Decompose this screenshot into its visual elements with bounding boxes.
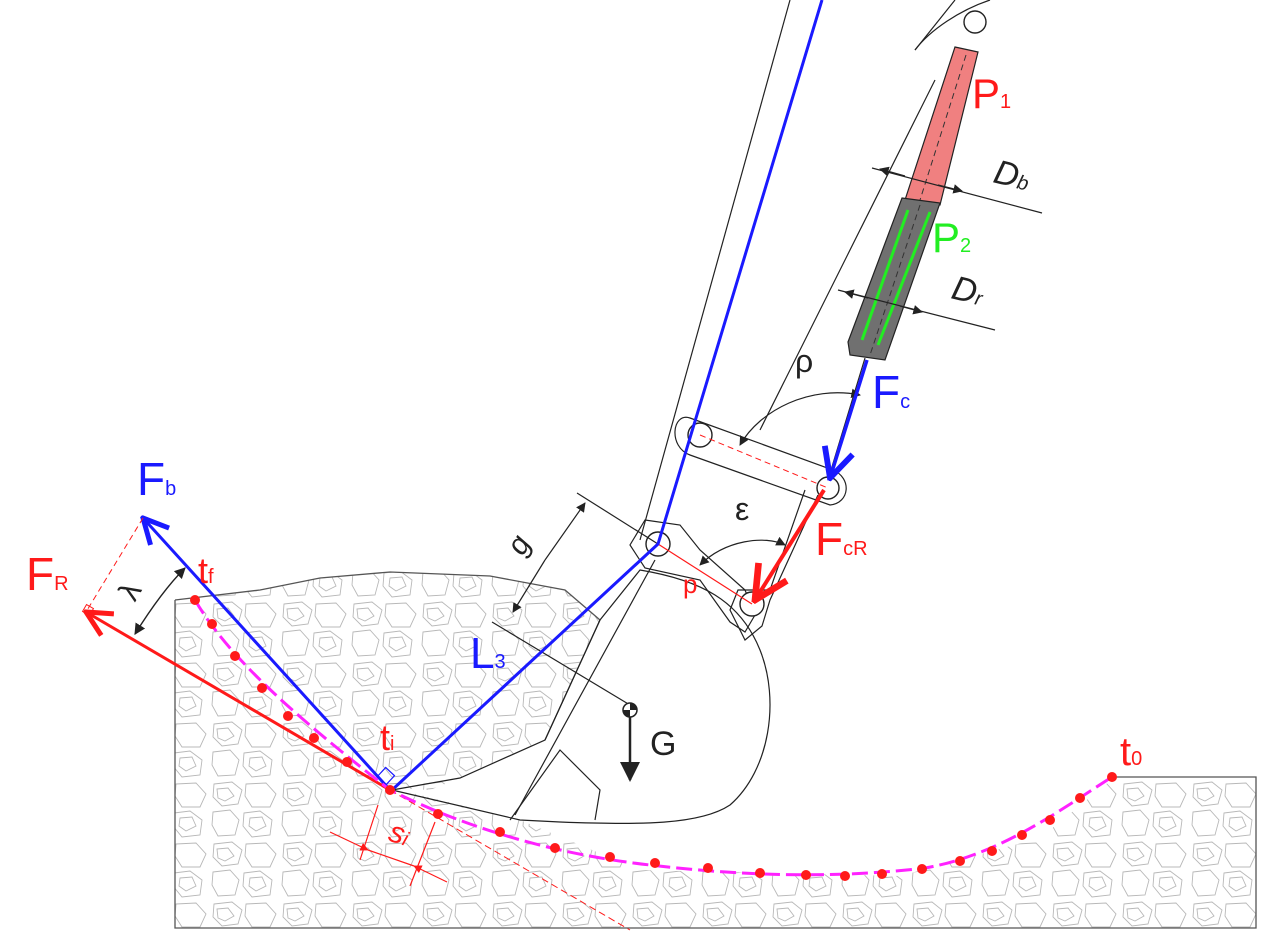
label-t0: t0 — [1120, 730, 1142, 774]
label-tf: tf — [198, 550, 214, 591]
si-dimension — [329, 804, 448, 887]
label-ti: ti — [380, 717, 394, 758]
trajectory-point — [987, 846, 997, 856]
trajectory-point — [801, 870, 811, 880]
label-fc: Fc — [872, 366, 910, 418]
fb-arrow — [143, 518, 392, 792]
label-dr: Dr — [948, 269, 989, 314]
g-dimension — [491, 492, 659, 706]
bucket — [391, 569, 771, 825]
digging-trajectory — [190, 595, 1117, 881]
angle-arcs — [134, 388, 861, 635]
label-p: p — [683, 569, 697, 599]
trajectory-point — [650, 858, 660, 868]
trajectory-point — [190, 595, 200, 605]
fr-arrow — [86, 612, 391, 792]
rod-chamber-p2 — [847, 197, 941, 361]
label-p2: P2 — [932, 214, 971, 261]
force-vectors — [83, 0, 869, 931]
label-rho: ρ — [795, 343, 813, 379]
diameter-dimensions — [837, 166, 1043, 331]
trajectory-point — [309, 733, 319, 743]
fc-arrow — [830, 359, 869, 478]
piston-chamber-p1 — [904, 46, 979, 206]
label-g: g — [500, 529, 537, 560]
trajectory-point — [433, 809, 443, 819]
trajectory-point — [877, 869, 887, 879]
trajectory-point — [385, 785, 395, 795]
label-db: Db — [990, 153, 1034, 199]
label-fr: FR — [26, 548, 69, 600]
label-lambda: λ — [112, 577, 148, 606]
trajectory-point — [1107, 772, 1117, 782]
soil-region — [174, 571, 1257, 929]
trajectory-point — [840, 871, 850, 881]
label-epsilon: ε — [735, 491, 749, 527]
label-fcr: FcR — [815, 513, 868, 565]
l3-line — [390, 0, 824, 792]
trajectory-point — [1075, 793, 1085, 803]
trajectory-point — [955, 856, 965, 866]
trajectory-point — [257, 683, 267, 693]
label-g-gravity: G — [650, 725, 676, 763]
label-p1: P1 — [972, 70, 1011, 117]
hydraulic-cylinder — [827, 46, 979, 481]
top-pin — [963, 10, 987, 34]
gravity-marker — [620, 702, 640, 782]
label-l3: L3 — [470, 629, 506, 678]
trajectory-point — [283, 711, 293, 721]
label-fb: Fb — [137, 453, 176, 505]
trajectory-point — [703, 863, 713, 873]
arm-structure — [514, 0, 991, 816]
trajectory-point — [230, 651, 240, 661]
trajectory-point — [755, 868, 765, 878]
trajectory-point — [495, 827, 505, 837]
trajectory-point — [550, 843, 560, 853]
fcr-arrow — [755, 488, 826, 600]
trajectory-point — [605, 852, 615, 862]
trajectory-point — [1017, 830, 1027, 840]
trajectory-point — [1045, 815, 1055, 825]
trajectory-point — [917, 864, 927, 874]
trajectory-point — [342, 757, 352, 767]
trajectory-point — [207, 619, 217, 629]
